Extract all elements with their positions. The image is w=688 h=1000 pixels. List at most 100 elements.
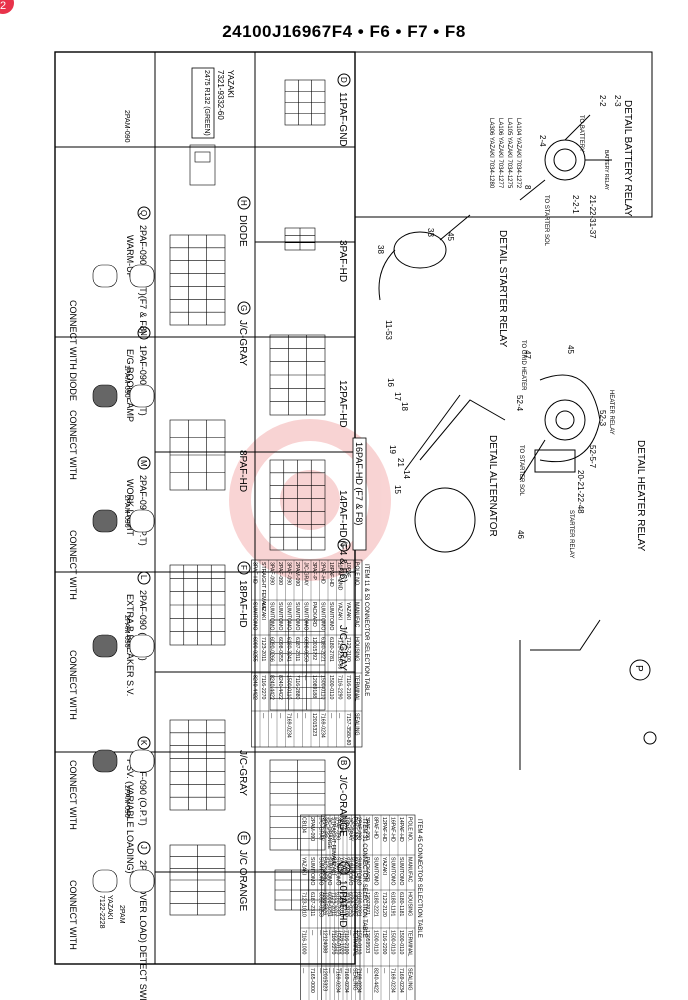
connector-q-icon	[92, 264, 155, 288]
table-cell: 3PAF-P2	[322, 817, 328, 838]
table-cell: 7157-3580-80	[345, 713, 351, 745]
table-cell: YAZAKI	[260, 602, 266, 620]
badge-c	[337, 538, 351, 552]
table-cell: 7123-2011	[330, 892, 336, 917]
table-cell: YAZAKI	[339, 857, 345, 875]
table-cell: 6098-0253	[318, 892, 324, 917]
table-cell: 7123-2011	[260, 637, 266, 662]
label-16paf-hd: 16PAF-HD (F7 & F8)	[354, 442, 364, 525]
callout-46: 46	[516, 530, 525, 539]
table-cell: J/C-ORANGE	[326, 817, 332, 850]
label-10paf-hd: 10PAF-HD	[337, 880, 348, 928]
label-diode-box: 2475 R132 (GREEN)	[203, 70, 210, 136]
table-cell: YAZAKI	[345, 602, 351, 620]
table-cell: 7123-2100	[343, 892, 349, 917]
table-cell: 6090-0255	[252, 637, 258, 662]
table-header-cell: SEALING	[407, 968, 413, 991]
badge-l	[137, 571, 151, 585]
label-jc-gray-b: J/C-GRAY	[337, 625, 348, 671]
badge-e-letter: E	[239, 835, 248, 840]
table-cell: SUMITOMO	[328, 602, 334, 630]
label-j-connector: 2PAF (OVER LOAD) DETECT SWITCH	[138, 860, 148, 1000]
label-l-part: 2PAM-090	[123, 615, 130, 648]
table-cell: 6187-2311	[294, 637, 300, 662]
table-cell: 2PAM-090	[294, 562, 300, 586]
label-heater-relay: HEATER RELAY	[608, 390, 614, 435]
table-cell: CB104	[339, 817, 345, 833]
table-cell: YAZAKI	[381, 857, 387, 875]
table-cell: 7123-1010	[339, 892, 345, 917]
label-starter-relay: STARTER RELAY	[568, 510, 574, 558]
table-cell: —	[301, 968, 307, 974]
badge-e	[237, 831, 251, 845]
table-cell: 3PAF-HD	[252, 562, 258, 584]
badge-b-letter: B	[339, 760, 348, 765]
callout-45-heater: 45	[566, 345, 575, 354]
table-cell: 1500-0110	[373, 930, 379, 955]
callout-2-2: 2-2	[598, 95, 607, 107]
table-cell: 7116-2200	[381, 930, 387, 955]
table-cell: SUMITOMO	[303, 602, 309, 630]
table-cell: 1500-0110	[286, 675, 292, 700]
table-header-cell: TERMINAL	[407, 930, 413, 956]
table-cell: YAZAKI	[337, 602, 343, 620]
table-cell: 2PAF-090	[277, 562, 283, 585]
table-cell: —	[364, 968, 370, 974]
table-cell: —	[277, 713, 283, 719]
table-cell: 6098-0251	[326, 892, 332, 917]
table-cell: STRAIGHT FEMALE	[330, 817, 336, 866]
table-cell: 7116-2270	[330, 930, 336, 955]
battery-part-la306: LA306 YAZAKI 7034-1280	[488, 118, 494, 189]
grid-14paf-hd	[269, 459, 326, 551]
badge-j-letter: J	[139, 845, 148, 849]
table-cell: CB104	[301, 817, 307, 833]
table-cell: —	[339, 968, 345, 974]
table-cell: 7123-1010	[301, 892, 307, 917]
label-connect-with-l: CONNECT WITH	[68, 650, 78, 720]
label-3paf-hd: 3PAF-HD	[337, 240, 348, 282]
table-cell: 7123-2120	[381, 892, 387, 917]
table-cell: 6187-2311	[309, 892, 315, 917]
badge-m-letter: M	[139, 460, 148, 467]
battery-part-la105: LA105 YAZAKI 7034-1275	[506, 118, 512, 189]
table-cell: 11PAF-GND	[337, 562, 343, 591]
table-cell: STRAIGHT FEMALE	[260, 562, 266, 611]
table-cell: PACKARD	[311, 602, 317, 627]
table-cell: 10PAF	[343, 817, 349, 832]
table-header-cell: MANUFAC	[352, 857, 358, 883]
table-cell: —	[381, 968, 387, 974]
heater-relay-drawing	[544, 399, 586, 441]
badge-a	[337, 861, 351, 875]
table-cell: SUMITOMO	[398, 857, 404, 885]
table-cell: 3PAF-090	[286, 562, 292, 585]
table-cell: SUMITOMO	[347, 857, 353, 885]
badge-q	[137, 206, 151, 220]
label-connect-with-m: CONNECT WITH	[68, 530, 78, 600]
table-header-cell: POLE NO.	[354, 562, 360, 587]
label-diode-code: 7321-9332-60	[216, 70, 225, 120]
label-detail-battery-relay: DETAIL BATTERY RELAY	[622, 100, 633, 217]
table-cell: 6180-2321	[356, 892, 362, 917]
drawing-number-title: 24100J16967F4 • F6 • F7 • F8	[222, 22, 466, 41]
label-detail-alternator: DETAIL ALTERNATOR	[487, 435, 498, 537]
grid-3paf-hd	[284, 227, 316, 251]
callout-15: 15	[393, 485, 402, 494]
table-cell: 6180-2221	[320, 637, 326, 662]
callout-52-3: 52-3	[598, 410, 607, 427]
label-jc-gray-g: J/C-GRAY	[237, 320, 248, 366]
table-cell: 7116-1020	[339, 930, 345, 955]
table-cell: 2PAM-090	[309, 817, 315, 841]
badge-c-letter: C	[339, 542, 348, 548]
label-detail-starter-relay: DETAIL STARTER RELAY	[497, 230, 508, 348]
table-cell: 12077971	[364, 892, 370, 915]
diode-icon	[189, 144, 216, 186]
starter-relay-drawing	[393, 231, 447, 269]
table-cell: 6180-2321	[335, 892, 341, 917]
badge-f	[237, 561, 251, 575]
table-cell: SUMITOMO	[390, 857, 396, 885]
table-cell: 12015323	[322, 968, 328, 991]
table-cell: 6180-3241	[286, 637, 292, 662]
table-cell: 2PAF-090	[335, 817, 341, 840]
label-to-starter-sol-heater: TO STARTER SOL	[518, 445, 524, 497]
callout-18: 18	[400, 402, 409, 411]
